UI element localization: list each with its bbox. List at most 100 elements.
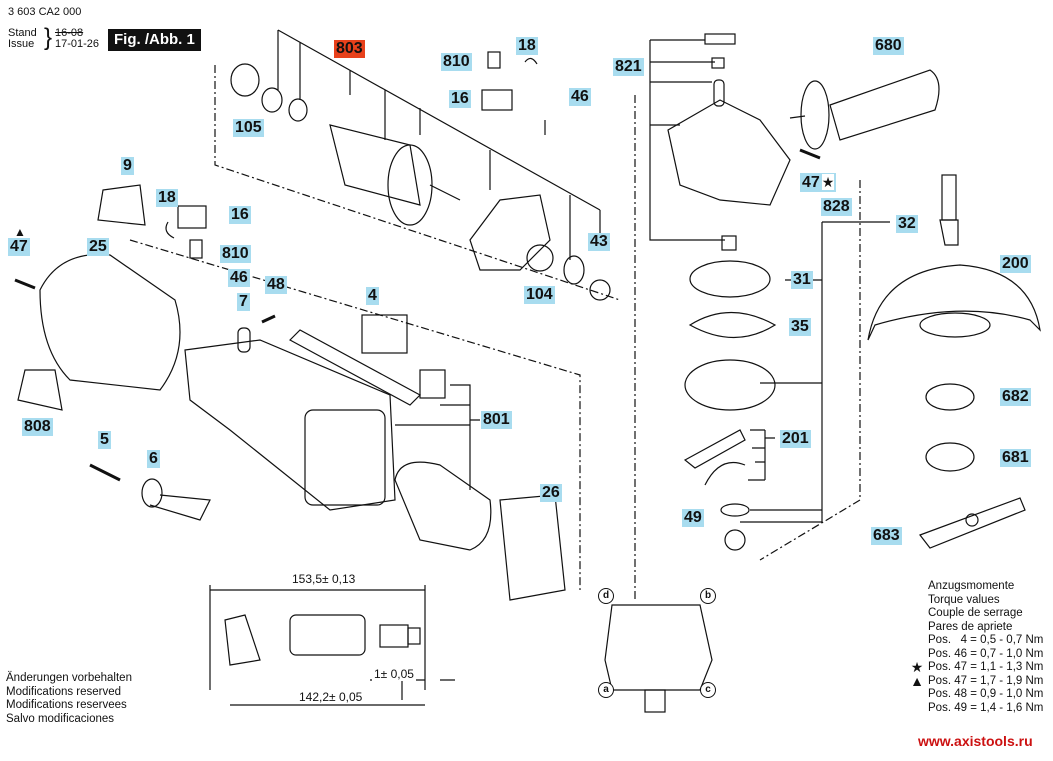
bearing-plate (469, 194, 551, 271)
callout-104: 104 (524, 286, 555, 304)
dimension-inner: 142,2± 0,05 (297, 690, 365, 704)
issue-label: Issue (8, 38, 35, 50)
carbon-brush-top (487, 51, 501, 69)
callout-200: 200 (1000, 255, 1031, 273)
figure-label: Fig. /Abb. 1 (108, 29, 201, 51)
callout-803: 803 (334, 40, 365, 58)
axis-line-armature (214, 65, 621, 301)
button-cap (704, 33, 736, 45)
torque-title-es: Pares de apriete (928, 620, 1013, 633)
field-coil (394, 461, 492, 551)
handle-flange (800, 80, 830, 150)
disclaimer: Änderungen vorbehalten Modifications res… (6, 672, 132, 726)
torque-row: ▲Pos. 47 = 1,7 - 1,9 Nm (906, 672, 1043, 689)
lock-washer (724, 529, 746, 551)
armature-core-side (289, 614, 366, 656)
bracket-803 (277, 29, 601, 260)
callout-47-triangle: 47 (8, 238, 30, 256)
screw-47-star (799, 148, 821, 160)
marker-d: d (598, 588, 614, 604)
cable-clip (149, 494, 211, 521)
bearing-flange-26 (499, 494, 566, 601)
marker-b: b (700, 588, 716, 604)
axis-line-housing (129, 239, 581, 590)
spring-821 (711, 57, 725, 69)
callout-808: 808 (22, 418, 53, 436)
o-ring-104 (526, 244, 554, 272)
callout-810-left: 810 (220, 245, 251, 263)
callout-828: 828 (821, 198, 852, 216)
spindle-32 (941, 174, 957, 221)
callout-105: 105 (233, 119, 264, 137)
callout-683: 683 (871, 527, 902, 545)
armature-fan-side (224, 614, 261, 666)
disclaimer-en: Modifications reserved (6, 685, 122, 698)
torque-row: Pos. 49 = 1,4 - 1,6 Nm (928, 701, 1044, 714)
website-link[interactable]: www.axistools.ru (918, 733, 1033, 749)
callout-201: 201 (780, 430, 811, 448)
callout-9: 9 (121, 157, 134, 175)
clamp-nut-681 (925, 442, 975, 472)
issue-date: 17-01-26 (55, 38, 100, 50)
callout-46: 46 (569, 88, 591, 106)
spanner-683 (919, 497, 1026, 549)
dimension-offset: 1± 0,05 (372, 667, 416, 681)
brush-holder-left (177, 205, 207, 229)
old-date: 16-08 (55, 27, 84, 39)
callout-7: 7 (237, 293, 250, 311)
bearing-small (563, 255, 585, 285)
washer (720, 503, 750, 517)
callout-47-star: 47★ (800, 173, 837, 192)
motor-housing (184, 339, 396, 511)
plate-9 (97, 184, 146, 226)
torque-values: Anzugsmomente Torque values Couple de se… (906, 580, 1043, 715)
callout-801: 801 (481, 411, 512, 429)
stand-label: Stand (8, 27, 37, 39)
switch-4 (361, 314, 408, 354)
callout-5: 5 (98, 431, 111, 449)
callout-18-left: 18 (156, 189, 178, 207)
disclaimer-de: Änderungen vorbehalten (6, 672, 132, 684)
spindle-bottom (644, 689, 666, 713)
disclaimer-es: Salvo modificaciones (6, 712, 115, 725)
callout-680: 680 (873, 37, 904, 55)
bearing-seal (288, 98, 308, 122)
axis-line-guard (759, 180, 861, 561)
callout-4: 4 (366, 287, 379, 305)
callout-26: 26 (540, 484, 562, 502)
callout-821: 821 (613, 58, 644, 76)
lock-lever (683, 429, 746, 469)
pinion-43 (589, 279, 611, 301)
carbon-brush-left (189, 239, 203, 259)
cable-5 (89, 463, 121, 482)
callout-681: 681 (1000, 449, 1031, 467)
armature-body (329, 124, 421, 206)
callout-6: 6 (147, 450, 160, 468)
callout-16: 16 (449, 90, 471, 108)
bearing (261, 87, 283, 113)
callout-49: 49 (682, 509, 704, 527)
auxiliary-handle-680 (829, 69, 940, 141)
grommet-6 (141, 478, 163, 508)
flange-682 (925, 383, 975, 411)
star-icon: ★ (910, 659, 924, 675)
gasket-35 (688, 311, 777, 339)
armature-fan (387, 144, 433, 226)
callout-32: 32 (896, 215, 918, 233)
part-number: 3 603 CA2 000 (8, 6, 82, 18)
commutator-side (379, 624, 409, 648)
torque-title-de: Anzugsmomente (928, 580, 1015, 592)
callout-43: 43 (588, 233, 610, 251)
triangle-icon: ▲ (14, 225, 26, 239)
switch-bar (289, 329, 421, 406)
triangle-icon: ▲ (910, 672, 924, 689)
screw-47 (14, 278, 36, 290)
callout-16-left: 16 (229, 206, 251, 224)
brace: } (44, 24, 53, 51)
spring-plate (704, 461, 746, 486)
torque-row: Pos. 46 = 0,7 - 1,0 Nm (928, 647, 1044, 660)
gearhead-bottom-view (604, 604, 713, 691)
marker-c: c (700, 682, 716, 698)
rear-cover-25 (39, 253, 181, 391)
